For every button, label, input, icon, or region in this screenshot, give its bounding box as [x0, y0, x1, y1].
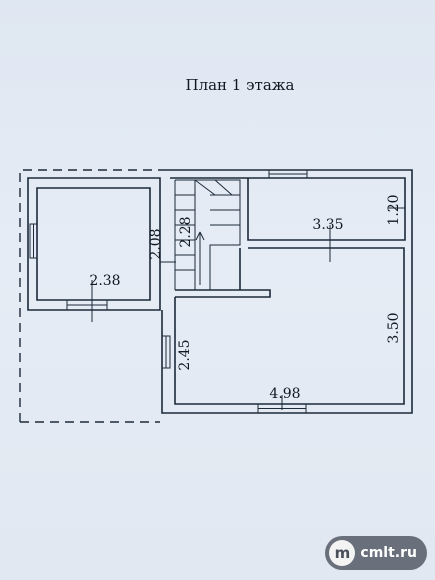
dim-main-room-width: 4.98: [269, 386, 300, 402]
dim-stair-length: 2.28: [178, 216, 194, 247]
dim-main-room-depth: 3.50: [386, 312, 402, 343]
dim-top-right-depth: 1.20: [386, 194, 402, 225]
plan-title: План 1 этажа: [185, 76, 294, 94]
watermark-text: cmlt.ru: [360, 545, 417, 561]
dim-left-room-width: 2.38: [89, 273, 120, 289]
dim-left-room-height: 2.08: [148, 228, 164, 259]
outer-walls: [27, 169, 413, 414]
dim-hall-length: 2.45: [177, 339, 193, 370]
dim-top-right-width: 3.35: [312, 217, 343, 233]
staircase: [174, 179, 241, 290]
terrace-outline: [19, 169, 160, 422]
logo-icon: m: [329, 540, 356, 566]
watermark: m cmlt.ru: [325, 536, 427, 570]
dimension-ticks: [91, 207, 405, 410]
windows: [29, 169, 308, 414]
